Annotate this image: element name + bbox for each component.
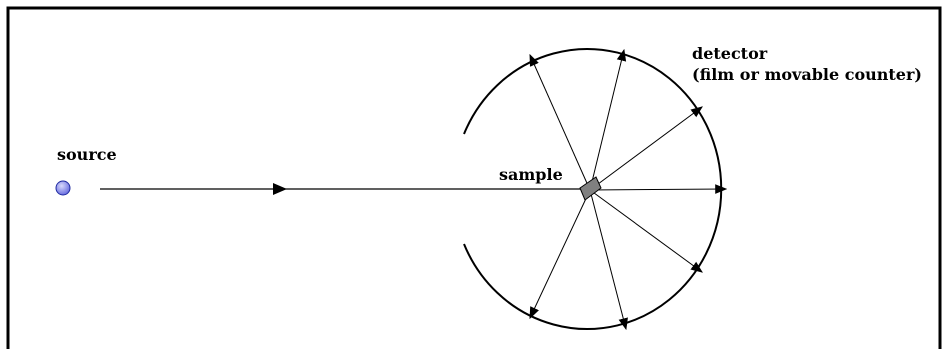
source-label: source bbox=[57, 145, 117, 164]
sample-block bbox=[579, 176, 602, 201]
ray-2 bbox=[589, 48, 627, 191]
detector-sublabel: (film or movable counter) bbox=[692, 65, 922, 84]
ray-1 bbox=[529, 53, 591, 191]
ray-5 bbox=[589, 189, 703, 273]
sample-label: sample bbox=[499, 165, 563, 184]
frame-border bbox=[6, 6, 942, 349]
source-dot bbox=[55, 180, 71, 196]
detector-label: detector bbox=[692, 44, 768, 63]
incident-beam-arrowhead bbox=[273, 183, 287, 195]
diffracted-rays bbox=[529, 48, 728, 331]
ray-3 bbox=[589, 106, 703, 191]
ray-6 bbox=[589, 189, 628, 331]
ray-7 bbox=[529, 189, 591, 320]
ray-4 bbox=[589, 184, 728, 194]
